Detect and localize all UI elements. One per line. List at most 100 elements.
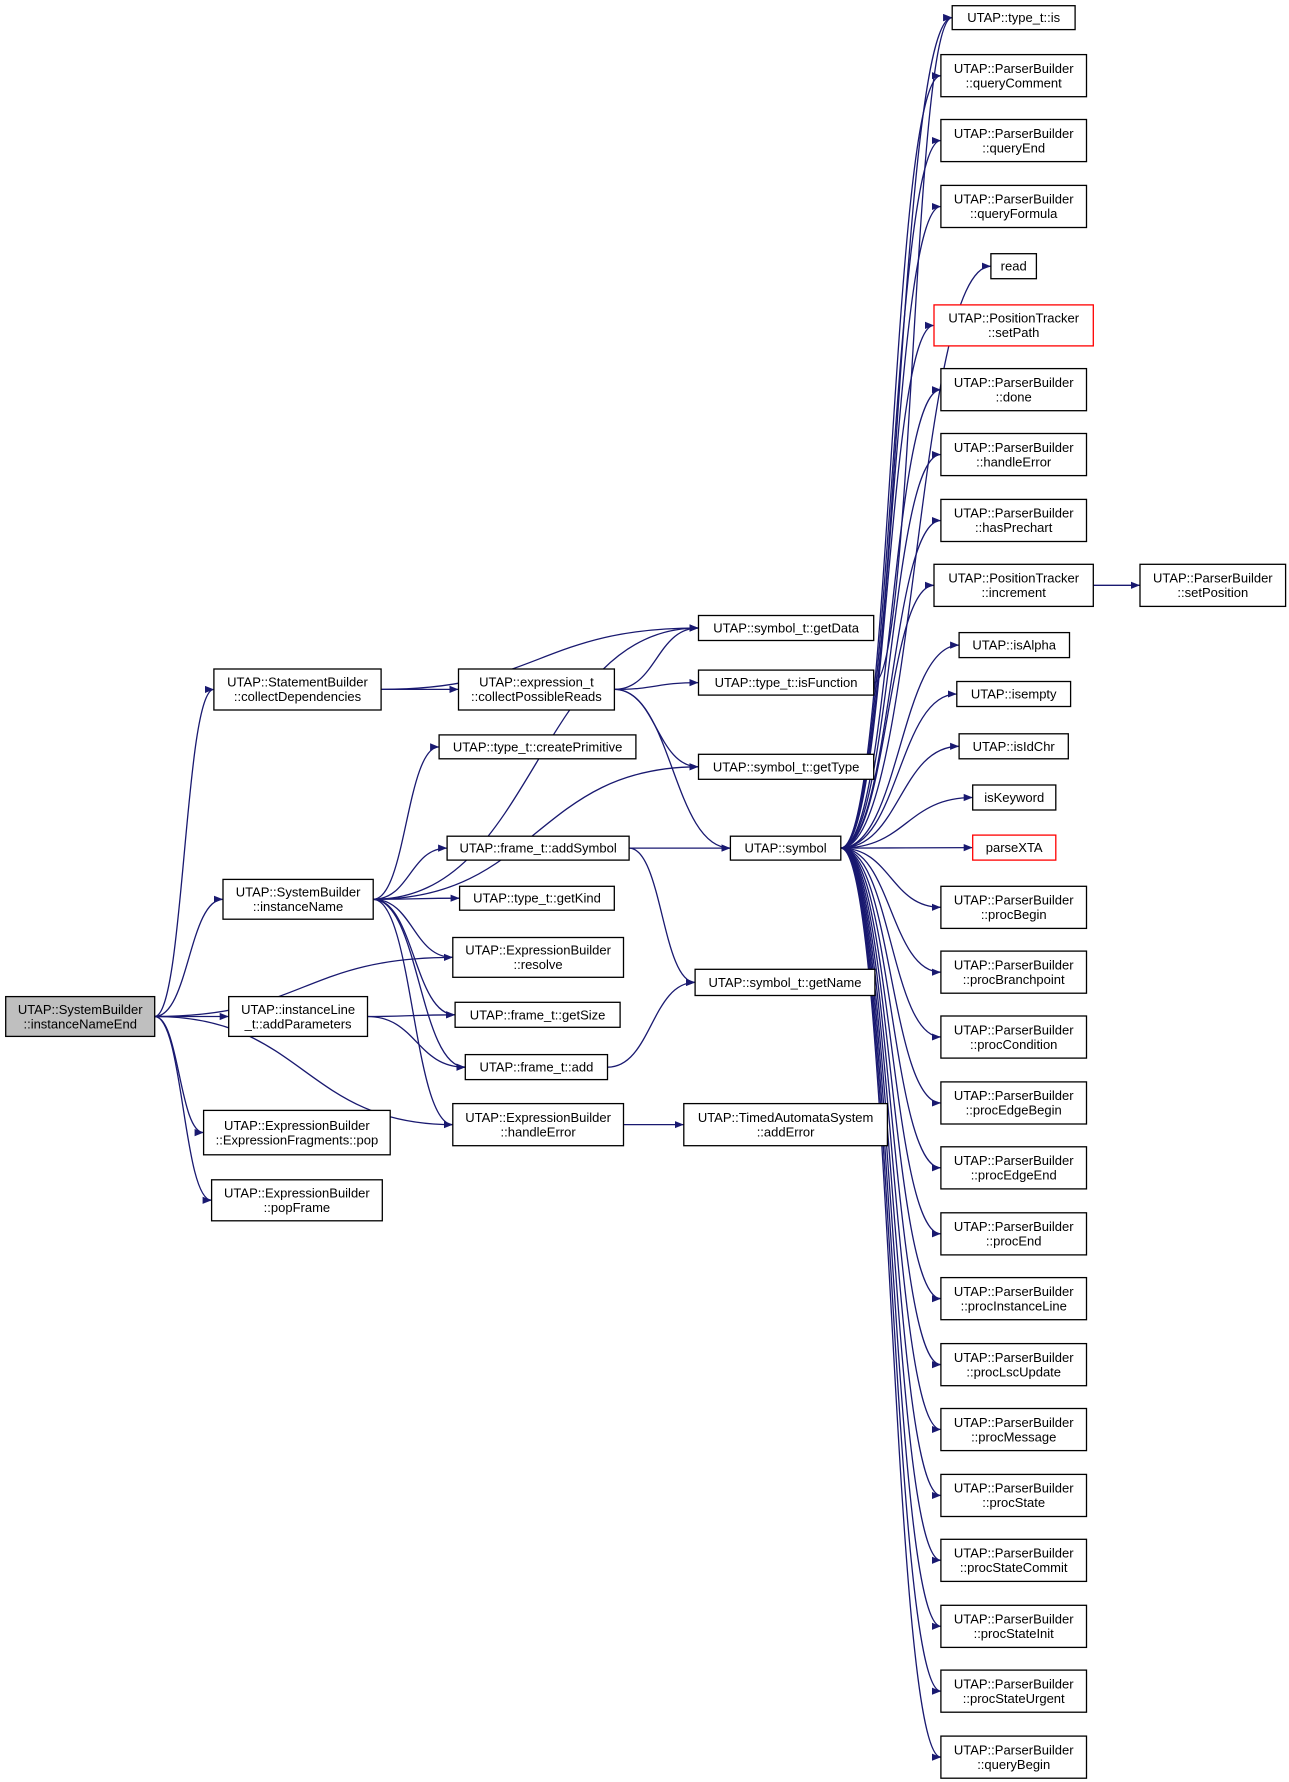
edge-instanceName-to-resolve: [373, 898, 453, 961]
node-label: ::procCondition: [970, 1037, 1057, 1052]
node-get-name[interactable]: UTAP::symbol_t::getName: [694, 968, 876, 997]
nodes: UTAP::SystemBuilder::instanceNameEndUTAP…: [5, 5, 1287, 1779]
node-label: UTAP::ParserBuilder: [954, 126, 1074, 141]
node-label: UTAP::SystemBuilder: [236, 885, 361, 900]
node-proc-edge-end[interactable]: UTAP::ParserBuilder::procEdgeEnd: [940, 1146, 1088, 1190]
node-box: [956, 680, 1072, 708]
edge-symbol-to-queryComment: [840, 72, 942, 849]
node-label: UTAP::ParserBuilder: [954, 893, 1074, 908]
edge-root-to-ebHandleError: [154, 1015, 453, 1129]
node-type-is[interactable]: UTAP::type_t::is: [951, 5, 1076, 31]
node-query-formula[interactable]: UTAP::ParserBuilder::queryFormula: [940, 184, 1088, 229]
node-box: [972, 834, 1057, 861]
node-box: [454, 1001, 621, 1028]
node-box: [990, 253, 1038, 280]
node-query-end[interactable]: UTAP::ParserBuilder::queryEnd: [940, 118, 1088, 163]
node-label: UTAP::ParserBuilder: [954, 375, 1074, 390]
node-instance-name[interactable]: UTAP::SystemBuilder::instanceName: [222, 878, 374, 920]
node-label: ::collectDependencies: [234, 689, 362, 704]
edge-instanceName-to-getData: [373, 624, 699, 900]
node-query-comment[interactable]: UTAP::ParserBuilder::queryComment: [940, 53, 1088, 98]
node-label: parseXTA: [986, 840, 1043, 855]
edge-symbol-to-procEnd: [840, 847, 941, 1238]
node-has-prechart[interactable]: UTAP::ParserBuilder::hasPrechart: [940, 498, 1088, 543]
node-label: UTAP::type_t::isFunction: [715, 675, 858, 690]
node-box: [940, 885, 1088, 930]
node-proc-end[interactable]: UTAP::ParserBuilder::procEnd: [940, 1212, 1088, 1256]
node-proc-message[interactable]: UTAP::ParserBuilder::procMessage: [940, 1407, 1088, 1452]
node-set-path[interactable]: UTAP::PositionTracker::setPath: [933, 304, 1094, 347]
node-done[interactable]: UTAP::ParserBuilder::done: [940, 367, 1088, 412]
node-label: UTAP::ParserBuilder: [954, 1742, 1074, 1757]
node-proc-branchpoint[interactable]: UTAP::ParserBuilder::procBranchpoint: [940, 950, 1088, 994]
node-increment[interactable]: UTAP::PositionTracker::increment: [933, 563, 1094, 608]
node-read[interactable]: read: [990, 253, 1038, 280]
node-is-keyword[interactable]: isKeyword: [972, 784, 1057, 811]
node-pop-frame[interactable]: UTAP::ExpressionBuilder::popFrame: [210, 1179, 383, 1222]
node-proc-lsc-update[interactable]: UTAP::ParserBuilder::procLscUpdate: [940, 1342, 1088, 1387]
edge-symbol-to-procBranchpoint: [840, 847, 941, 976]
edge-symbol-to-procBegin: [840, 847, 941, 911]
node-eb-handle-error[interactable]: UTAP::ExpressionBuilder::handleError: [452, 1102, 625, 1147]
node-collect-reads[interactable]: UTAP::expression_t::collectPossibleReads: [457, 668, 616, 711]
node-box: [222, 878, 374, 920]
node-is-id-chr[interactable]: UTAP::isIdChr: [958, 733, 1069, 760]
node-label: UTAP::PositionTracker: [948, 311, 1079, 326]
node-symbol[interactable]: UTAP::symbol: [729, 835, 842, 861]
node-query-begin[interactable]: UTAP::ParserBuilder::queryBegin: [940, 1735, 1088, 1779]
node-label: ::done: [996, 389, 1032, 404]
edge-collectReads-to-getData: [614, 624, 699, 691]
node-box: [213, 668, 382, 711]
node-proc-condition[interactable]: UTAP::ParserBuilder::procCondition: [940, 1015, 1088, 1059]
node-get-type[interactable]: UTAP::symbol_t::getType: [697, 753, 875, 780]
edge-instanceName-to-getKind: [373, 894, 460, 902]
edge-symbol-to-procEdgeEnd: [840, 847, 941, 1172]
node-parse-x-t-a[interactable]: parseXTA: [972, 834, 1057, 861]
node-pb-handle-error[interactable]: UTAP::ParserBuilder::handleError: [940, 432, 1088, 477]
node-box: [458, 885, 615, 911]
node-box: [940, 53, 1088, 98]
node-create-primitive[interactable]: UTAP::type_t::createPrimitive: [438, 734, 637, 760]
edge-symbol-to-isAlpha: [840, 641, 960, 849]
node-label: UTAP::PositionTracker: [948, 571, 1079, 586]
node-label: UTAP::isIdChr: [973, 739, 1056, 754]
node-collect-deps[interactable]: UTAP::StatementBuilder::collectDependenc…: [213, 668, 382, 711]
node-add-symbol[interactable]: UTAP::frame_t::addSymbol: [446, 835, 630, 861]
node-proc-edge-begin[interactable]: UTAP::ParserBuilder::procEdgeBegin: [940, 1081, 1088, 1125]
node-label: ::queryBegin: [977, 1757, 1050, 1772]
node-isempty[interactable]: UTAP::isempty: [956, 680, 1072, 708]
node-box: [940, 1081, 1088, 1125]
node-label: ::procBegin: [981, 907, 1047, 922]
node-proc-instance-line[interactable]: UTAP::ParserBuilder::procInstanceLine: [940, 1276, 1088, 1321]
node-add-parameters[interactable]: UTAP::instanceLine_t::addParameters: [228, 995, 369, 1038]
node-get-kind[interactable]: UTAP::type_t::getKind: [458, 885, 615, 911]
node-proc-state-urgent[interactable]: UTAP::ParserBuilder::procStateUrgent: [940, 1669, 1088, 1713]
node-root[interactable]: UTAP::SystemBuilder::instanceNameEnd: [5, 995, 156, 1038]
node-frame-add[interactable]: UTAP::frame_t::add: [464, 1053, 609, 1081]
node-frag-pop[interactable]: UTAP::ExpressionBuilder::ExpressionFragm…: [202, 1109, 391, 1156]
node-is-alpha[interactable]: UTAP::isAlpha: [958, 631, 1071, 659]
node-box: [202, 1109, 391, 1156]
node-label: ::queryComment: [966, 75, 1062, 90]
node-box: [940, 1146, 1088, 1190]
node-proc-begin[interactable]: UTAP::ParserBuilder::procBegin: [940, 885, 1088, 930]
node-proc-state-init[interactable]: UTAP::ParserBuilder::procStateInit: [940, 1604, 1088, 1649]
node-is-function[interactable]: UTAP::type_t::isFunction: [697, 669, 875, 696]
edge-symbol-to-queryEnd: [840, 137, 942, 849]
node-proc-state[interactable]: UTAP::ParserBuilder::procState: [940, 1473, 1088, 1518]
node-box: [464, 1053, 609, 1081]
node-label: UTAP::ParserBuilder: [954, 1481, 1074, 1496]
node-label: ::procLscUpdate: [966, 1364, 1061, 1379]
edge-collectReads-to-isFunction: [614, 679, 699, 691]
node-label: ::handleError: [976, 454, 1052, 469]
node-box: [940, 1538, 1088, 1583]
node-label: UTAP::SystemBuilder: [18, 1002, 143, 1017]
node-label: ::hasPrechart: [975, 520, 1053, 535]
node-add-error[interactable]: UTAP::TimedAutomataSystem::addError: [683, 1102, 889, 1147]
node-get-data[interactable]: UTAP::symbol_t::getData: [697, 614, 875, 642]
node-box: [940, 367, 1088, 412]
node-get-size[interactable]: UTAP::frame_t::getSize: [454, 1001, 621, 1028]
node-resolve[interactable]: UTAP::ExpressionBuilder::resolve: [452, 936, 625, 978]
node-proc-state-commit[interactable]: UTAP::ParserBuilder::procStateCommit: [940, 1538, 1088, 1583]
node-set-position[interactable]: UTAP::ParserBuilder::setPosition: [1139, 563, 1287, 608]
